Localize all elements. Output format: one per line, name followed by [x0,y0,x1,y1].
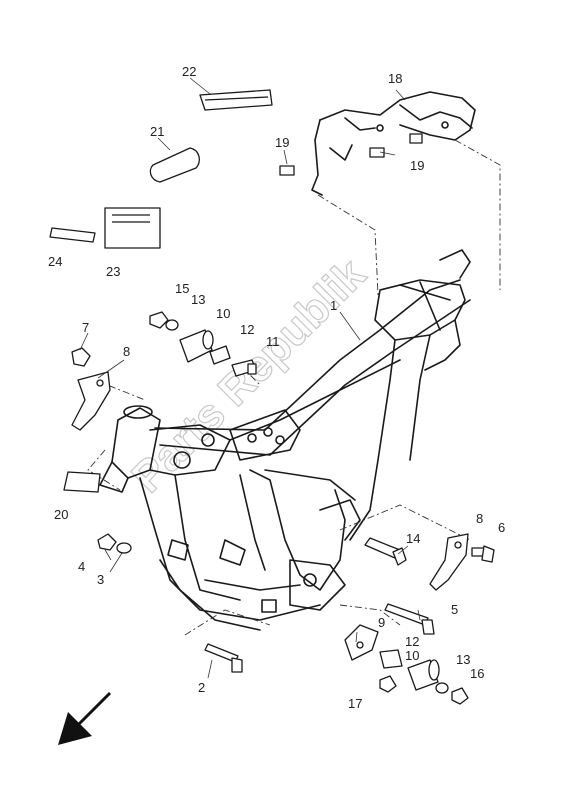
callout-7: 7 [82,320,89,335]
callout-14: 14 [406,531,420,546]
bracket-8-left [71,371,111,431]
callout-8-right: 8 [476,511,483,526]
callout-6: 6 [498,520,505,535]
bracket-9 [344,624,379,661]
callout-19-left: 19 [275,135,289,150]
strip-24 [49,227,96,243]
callout-1: 1 [330,298,337,313]
callout-2: 2 [198,680,205,695]
bolt-14 [364,537,407,566]
callout-22: 22 [182,64,196,79]
label-22 [199,89,273,111]
label-20 [63,471,101,493]
front-direction-arrow [58,691,112,745]
callout-15: 15 [175,281,189,296]
bracket-8-right [429,533,469,591]
callout-19-right: 19 [410,158,424,173]
callout-21: 21 [150,124,164,139]
callout-13-lower: 13 [456,652,470,667]
washer-3 [116,542,132,554]
watermark: Parts Republik [122,249,375,502]
assembly-lines [87,139,501,636]
nut-16 [451,687,469,705]
callout-3: 3 [97,572,104,587]
nut-15 [149,311,169,329]
bolt-19-left [279,165,295,176]
leader-lines [79,77,421,679]
callout-16: 16 [470,666,484,681]
washer-13-lower [435,682,449,694]
callout-20: 20 [54,507,68,522]
bolt-11 [231,359,257,377]
callout-9: 9 [378,615,385,630]
bolt-6 [471,545,495,563]
callout-23: 23 [106,264,120,279]
bolt-2 [204,643,243,673]
bushing-10-upper [179,329,214,363]
callout-4: 4 [78,559,85,574]
callout-8-left: 8 [123,344,130,359]
nut-17 [379,675,397,693]
washer-13-upper [165,319,179,331]
callout-17: 17 [348,696,362,711]
collar-12-lower [379,649,403,669]
bolt-19-right [369,133,423,158]
rear-subframe [311,91,476,196]
callout-12-upper: 12 [240,322,254,337]
callout-10-upper: 10 [216,306,230,321]
callout-5: 5 [451,602,458,617]
callout-10-lower: 10 [405,648,419,663]
plate-23 [104,207,161,249]
collar-12-upper [209,345,231,365]
main-frame [99,249,471,631]
bushing-10-lower [407,659,440,691]
callout-labels: 1 2 3 4 5 6 7 8 8 9 10 10 11 12 12 13 13… [48,64,505,711]
nut-4 [97,533,117,551]
pad-21 [149,147,201,183]
callout-24: 24 [48,254,62,269]
callout-12-lower: 12 [405,634,419,649]
callout-11: 11 [266,334,280,349]
callout-13-upper: 13 [191,292,205,307]
bolt-5 [384,603,435,635]
callout-18: 18 [388,71,402,86]
nut-7 [71,347,91,367]
